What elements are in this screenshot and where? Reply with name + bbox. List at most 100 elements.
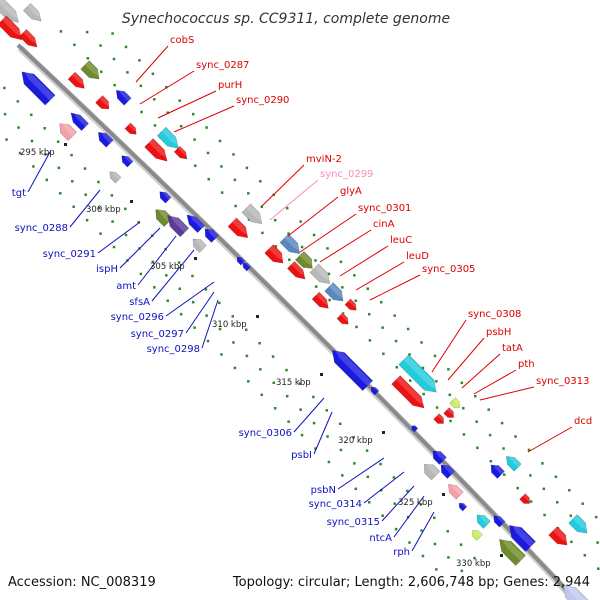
kbp-tick-label: 300 kbp (86, 205, 121, 215)
gene-label-sync_0299: sync_0299 (320, 169, 373, 180)
tick-dot (16, 100, 20, 103)
leader-line (473, 369, 517, 395)
kbp-tick-mark (442, 493, 445, 496)
tick-dot (124, 45, 128, 49)
leader-line (293, 397, 325, 433)
leader-line (313, 411, 333, 455)
tick-dot (392, 476, 396, 479)
gene-feature (443, 407, 456, 418)
gene-feature (294, 250, 315, 269)
leader-line (411, 511, 435, 552)
gene-label-cinA: cinA (373, 219, 395, 230)
tick-dot (449, 419, 452, 423)
tick-dot (327, 272, 331, 276)
gene-label-sync_0315: sync_0315 (327, 517, 380, 528)
gene-feature (447, 482, 464, 500)
gene-label-mviN-2: mviN-2 (306, 154, 342, 165)
tick-dot (287, 232, 290, 235)
tick-dot (433, 542, 437, 546)
tick-dot (353, 274, 356, 277)
gene-feature (519, 493, 532, 504)
genome-title: Synechococcus sp. CC9311, complete genom… (122, 11, 450, 27)
gene-label-ispH: ispH (96, 264, 118, 275)
tick-dot (59, 30, 63, 33)
gene-feature (370, 385, 380, 396)
tick-dot (422, 392, 425, 396)
gene-feature (22, 2, 43, 22)
tick-dot (99, 44, 102, 47)
gene-label-sfsA: sfsA (129, 297, 150, 308)
tick-dot (459, 543, 463, 546)
kbp-tick-mark (194, 257, 197, 260)
tick-dot (17, 126, 20, 129)
tick-dot (285, 368, 288, 372)
tick-dot (178, 99, 181, 102)
leader-line (319, 229, 372, 263)
tick-dot (502, 447, 505, 450)
gene-feature (324, 282, 345, 302)
tick-dot (271, 355, 275, 358)
tick-dot (420, 529, 423, 532)
gene-feature (499, 537, 526, 566)
gene-labels: cobSsync_0287purHsync_0290mviN-2sync_029… (12, 35, 592, 558)
gene-feature (411, 423, 419, 433)
gene-feature (144, 138, 170, 162)
kbp-tick-label: 325 kbp (398, 498, 433, 508)
gene-feature (493, 513, 506, 528)
tick-dots (3, 30, 600, 573)
tick-dot (204, 288, 208, 291)
leader-line (137, 235, 177, 286)
gene-label-psbH: psbH (486, 327, 511, 338)
tick-dot (367, 501, 371, 504)
gene-feature (204, 227, 219, 243)
tick-dot (529, 500, 533, 503)
gene-feature (344, 298, 359, 311)
gene-label-sync_0290: sync_0290 (236, 95, 289, 106)
tick-dot (312, 233, 316, 237)
tick-dot (353, 462, 356, 465)
tick-dot (461, 406, 465, 410)
tick-dot (326, 435, 329, 438)
tick-dot (73, 43, 76, 47)
tick-dot (300, 433, 304, 437)
tick-dot (110, 194, 114, 197)
tick-dot (191, 300, 195, 304)
tick-dot (274, 245, 278, 248)
gene-label-sync_0291: sync_0291 (43, 249, 96, 260)
gene-feature (509, 523, 536, 552)
tick-dot (273, 406, 277, 410)
tick-dot (193, 326, 196, 329)
gene-feature (156, 126, 181, 149)
gene-feature (391, 375, 427, 409)
tick-dot (379, 462, 382, 466)
gene-label-glyA: glyA (340, 186, 362, 197)
leader-line (299, 213, 357, 253)
tick-dot (112, 245, 116, 249)
tick-dot (220, 191, 224, 194)
tick-dot (394, 339, 398, 343)
tick-dot (314, 447, 317, 450)
tick-dot (97, 180, 100, 184)
gene-feature (505, 454, 522, 472)
gene-feature (476, 513, 491, 529)
accession-text: Accession: NC_008319 (8, 575, 156, 590)
gene-label-sync_0308: sync_0308 (468, 309, 521, 320)
tick-dot (44, 153, 47, 156)
tick-dot (433, 516, 436, 520)
tick-dot (71, 180, 74, 183)
tick-dot (421, 366, 425, 370)
gene-feature (458, 501, 468, 512)
tick-dot (488, 433, 492, 437)
tick-dot (435, 568, 438, 571)
tick-dot (570, 540, 573, 544)
tick-dot (338, 422, 342, 426)
tick-dot (112, 57, 116, 61)
gene-feature (109, 169, 122, 184)
tick-dot (273, 218, 277, 222)
tick-dot (153, 124, 157, 127)
gene-label-leuD: leuD (406, 251, 429, 262)
tick-dot (218, 139, 222, 143)
tick-dot (569, 514, 572, 517)
gene-feature (227, 217, 250, 239)
